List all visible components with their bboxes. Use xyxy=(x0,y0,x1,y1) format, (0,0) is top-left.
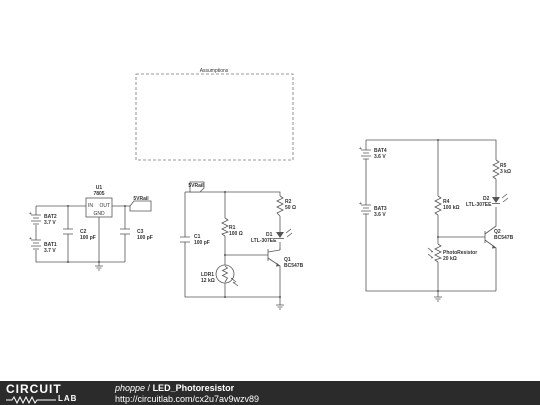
regulator-u1[interactable]: U1 7805 IN OUT GND xyxy=(85,185,113,218)
project-url[interactable]: http://circuitlab.com/cx2u7av9wzv89 xyxy=(115,394,260,404)
q1-ref: Q1 xyxy=(284,257,291,263)
rail-tag-1[interactable]: 5VRail xyxy=(129,196,152,212)
capacitor-c2[interactable]: C2 100 pF xyxy=(63,228,96,241)
u1-pin-gnd: GND xyxy=(93,211,105,217)
led-d2[interactable]: D2 LTL-307EE xyxy=(466,193,509,208)
resistor-r1[interactable]: R1 100 Ω xyxy=(221,217,243,237)
circuit-ldr: 5VRail C1 100 pF R1 100 Ω LDR1 12 kΩ R2 … xyxy=(180,181,304,310)
r5-value: 3 kΩ xyxy=(500,169,511,175)
q1-value: BC547B xyxy=(284,263,304,269)
d1-value: LTL-307EE xyxy=(251,238,277,244)
ground-symbol xyxy=(434,296,442,302)
photoresistor[interactable]: PhotoResistor 20 kΩ xyxy=(427,243,477,263)
transistor-q1[interactable]: Q1 BC547B xyxy=(262,248,304,276)
r4-ref: R4 xyxy=(443,199,450,205)
circuitlab-logo[interactable]: CIRCUIT LAB xyxy=(6,382,98,404)
photoresistor-value: 20 kΩ xyxy=(443,256,457,262)
battery-bat2[interactable]: + BAT2 3.7 V xyxy=(29,211,57,226)
u1-ref: U1 xyxy=(96,185,103,191)
resistor-r2[interactable]: R2 50 Ω xyxy=(276,195,296,217)
project-title-line: phoppe / LED_Photoresistor xyxy=(115,383,234,393)
svg-text:+: + xyxy=(29,211,32,217)
bat1-ref: BAT1 xyxy=(44,242,57,248)
d2-ref: D2 xyxy=(483,196,490,202)
circuit-photoresistor: + BAT4 3.6 V + BAT3 3.6 V R5 3 kΩ D2 LTL… xyxy=(359,139,514,302)
assumptions-box[interactable]: Assumptions xyxy=(135,68,294,161)
r1-ref: R1 xyxy=(229,225,236,231)
c3-value: 100 pF xyxy=(137,235,153,241)
ground-symbol xyxy=(95,262,103,271)
q2-ref: Q2 xyxy=(494,229,501,235)
bat2-value: 3.7 V xyxy=(44,220,56,226)
svg-text:+: + xyxy=(359,201,362,207)
bat3-value: 3.6 V xyxy=(374,212,386,218)
battery-bat1[interactable]: + BAT1 3.7 V xyxy=(29,236,57,254)
bat4-ref: BAT4 xyxy=(374,148,387,154)
footer-bar: CIRCUIT LAB phoppe / LED_Photoresistor h… xyxy=(0,381,540,405)
resistor-r5[interactable]: R5 3 kΩ xyxy=(492,159,511,180)
logo-top-text: CIRCUIT xyxy=(6,382,62,396)
r5-ref: R5 xyxy=(500,163,507,169)
c3-ref: C3 xyxy=(137,229,144,235)
bat4-value: 3.6 V xyxy=(374,154,386,160)
r4-value: 100 kΩ xyxy=(443,205,460,211)
led-d1[interactable]: D1 LTL-307EE xyxy=(251,228,293,244)
u1-pin-in: IN xyxy=(88,203,93,209)
q2-value: BC547B xyxy=(494,235,514,241)
bat1-value: 3.7 V xyxy=(44,248,56,254)
u1-pin-out: OUT xyxy=(99,203,110,209)
c2-ref: C2 xyxy=(80,229,87,235)
c2-value: 100 pF xyxy=(80,235,96,241)
bat3-ref: BAT3 xyxy=(374,206,387,212)
photoresistor-ref: PhotoResistor xyxy=(443,250,477,256)
c1-value: 100 pF xyxy=(194,240,210,246)
u1-part: 7805 xyxy=(93,191,104,197)
battery-bat4[interactable]: + BAT4 3.6 V xyxy=(359,146,387,162)
logo-wave-icon xyxy=(6,396,56,404)
d2-value: LTL-307EE xyxy=(466,202,492,208)
transistor-q2[interactable]: Q2 BC547B xyxy=(480,222,514,252)
rail-2-label: 5VRail xyxy=(188,183,204,189)
circuit-regulator: U1 7805 IN OUT GND 5VRail + BAT2 3.7 V +… xyxy=(29,185,153,271)
ldr-ldr1[interactable]: LDR1 12 kΩ xyxy=(201,264,239,287)
resistor-r4[interactable]: R4 100 kΩ xyxy=(434,195,460,216)
rail-1-label: 5VRail xyxy=(133,196,149,202)
capacitor-c3[interactable]: C3 100 pF xyxy=(120,228,153,241)
bat2-ref: BAT2 xyxy=(44,214,57,220)
capacitor-c1[interactable]: C1 100 pF xyxy=(180,234,210,246)
rail-tag-2[interactable]: 5VRail xyxy=(188,181,205,193)
assumptions-title: Assumptions xyxy=(200,68,229,74)
author-name[interactable]: phoppe xyxy=(115,383,146,393)
r2-value: 50 Ω xyxy=(285,205,296,211)
ldr1-value: 12 kΩ xyxy=(201,278,215,284)
project-name[interactable]: LED_Photoresistor xyxy=(152,383,235,393)
d1-ref: D1 xyxy=(266,232,273,238)
schematic-canvas: Assumptions U1 7805 IN OUT GND xyxy=(29,68,514,310)
logo-bottom-text: LAB xyxy=(58,394,78,403)
ground-symbol xyxy=(276,304,284,310)
svg-text:+: + xyxy=(359,146,362,152)
svg-text:+: + xyxy=(29,236,32,242)
ldr1-ref: LDR1 xyxy=(201,272,214,278)
r2-ref: R2 xyxy=(285,199,292,205)
r1-value: 100 Ω xyxy=(229,231,243,237)
title-separator: / xyxy=(145,383,153,393)
battery-bat3[interactable]: + BAT3 3.6 V xyxy=(359,201,387,218)
c1-ref: C1 xyxy=(194,234,201,240)
